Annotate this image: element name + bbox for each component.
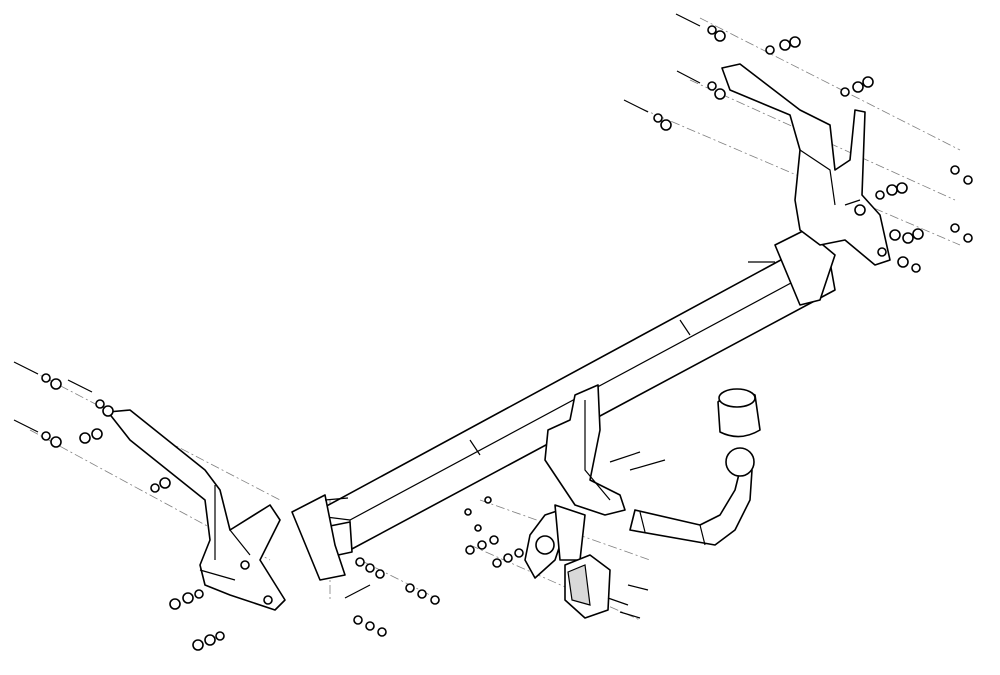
tow-ball-neck xyxy=(629,447,755,546)
tow-ball xyxy=(725,447,755,477)
assembly-leader-lines xyxy=(29,17,961,621)
crossbar-left-end-plate xyxy=(291,494,346,581)
tow-ball-cover xyxy=(717,388,761,438)
bolt-set-upper-right xyxy=(623,13,973,273)
hitch-support-bracket xyxy=(544,384,626,516)
right-mounting-bracket xyxy=(721,63,891,266)
left-mounting-bracket xyxy=(107,409,286,611)
socket-plate xyxy=(524,504,586,579)
electrical-socket xyxy=(564,554,611,619)
bolt-set-left xyxy=(13,361,225,651)
bolt-set-bottom-center xyxy=(324,451,666,637)
crossbar-right-end-plate xyxy=(774,229,836,306)
crossbar xyxy=(291,229,836,581)
